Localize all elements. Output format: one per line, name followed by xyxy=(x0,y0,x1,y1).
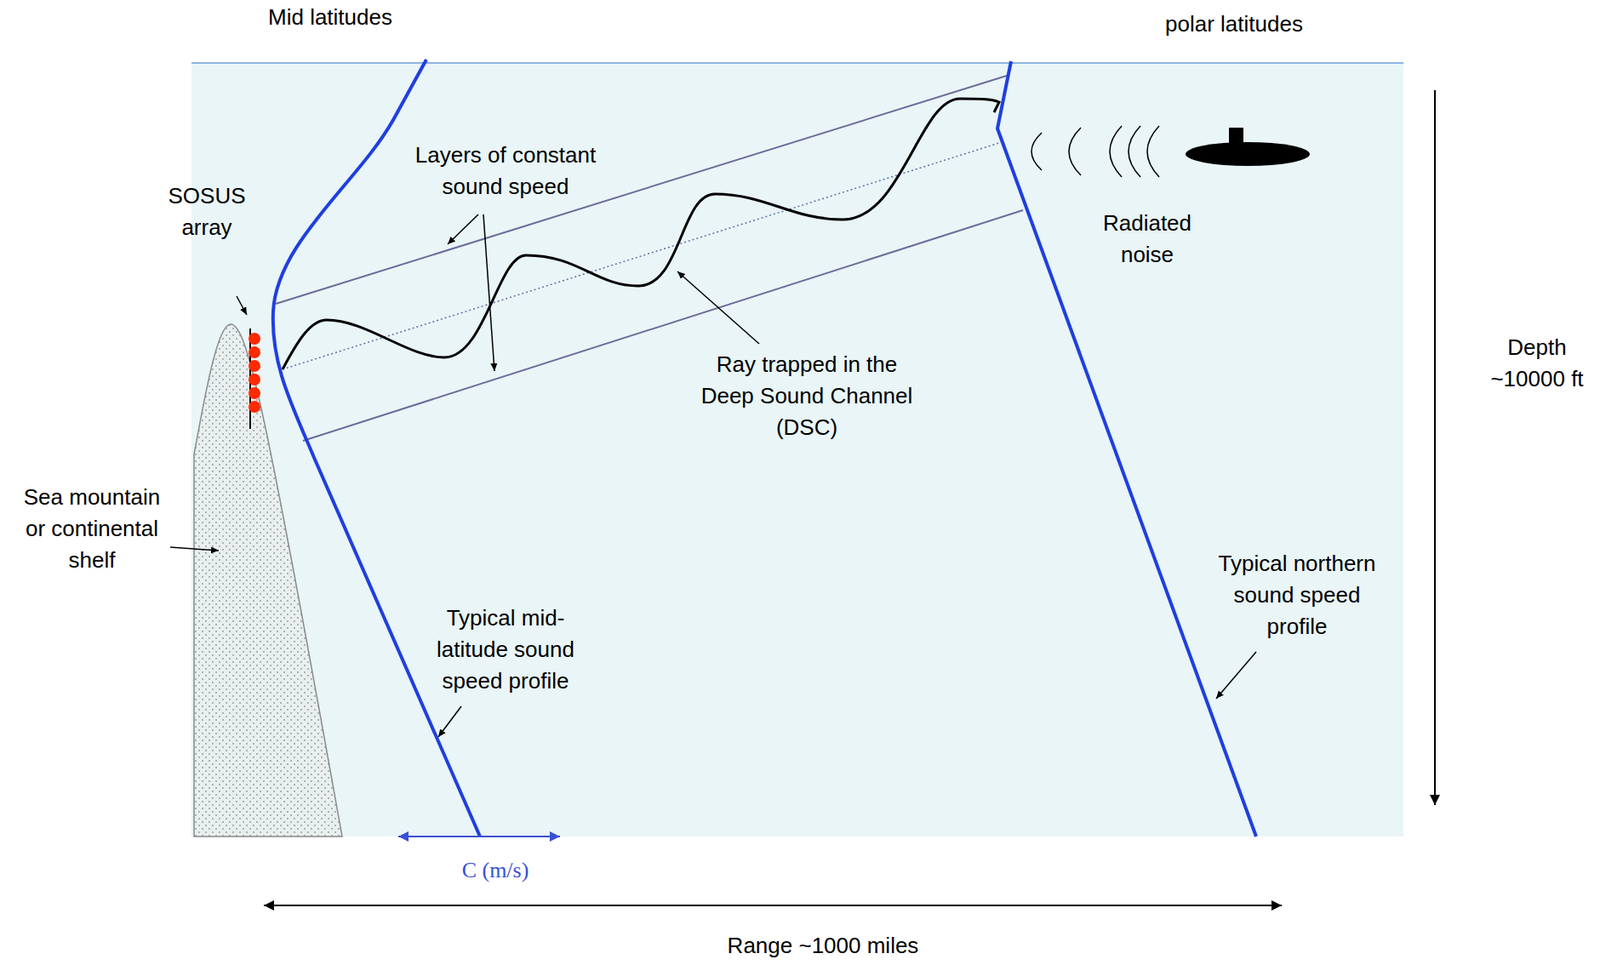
layer-label: Layers of constant sound speed xyxy=(394,139,618,203)
noise-label: Radiated noise xyxy=(1091,207,1203,271)
northern-profile xyxy=(997,61,1257,837)
channel-axis xyxy=(282,142,1000,370)
array-label: SOSUS array xyxy=(160,180,254,244)
layer-line xyxy=(275,74,1010,304)
hydrophones xyxy=(248,332,261,413)
region-label: Mid latitudes xyxy=(219,1,441,34)
trapped-ray xyxy=(282,98,1000,370)
axis-label: Range ~1000 miles xyxy=(678,930,968,962)
depth-arrow xyxy=(1434,90,1436,806)
layer-line xyxy=(302,210,1023,441)
shelf-label: Sea mountain or continental shelf xyxy=(15,481,169,577)
axis-label: Depth ~10000 ft xyxy=(1482,331,1592,395)
sea-mountain xyxy=(194,324,343,837)
speed-scale-arrow xyxy=(398,835,560,838)
ray-label: Ray trapped in the Deep Sound Channel (D… xyxy=(691,348,922,444)
leader-lines xyxy=(170,214,1257,738)
submarine-sail xyxy=(1228,127,1244,145)
sea-surface xyxy=(191,62,1404,64)
submarine-hull xyxy=(1185,142,1310,166)
noise-waves xyxy=(1031,125,1160,178)
region-label: polar latitudes xyxy=(1123,8,1345,40)
ocean-ground xyxy=(191,62,1404,837)
profile-label: Typical northern sound speed profile xyxy=(1216,548,1378,643)
profile-label: Typical mid- latitude sound speed profil… xyxy=(426,602,585,698)
range-arrow xyxy=(263,904,1282,907)
unit-label: C (m/s) xyxy=(427,854,564,886)
